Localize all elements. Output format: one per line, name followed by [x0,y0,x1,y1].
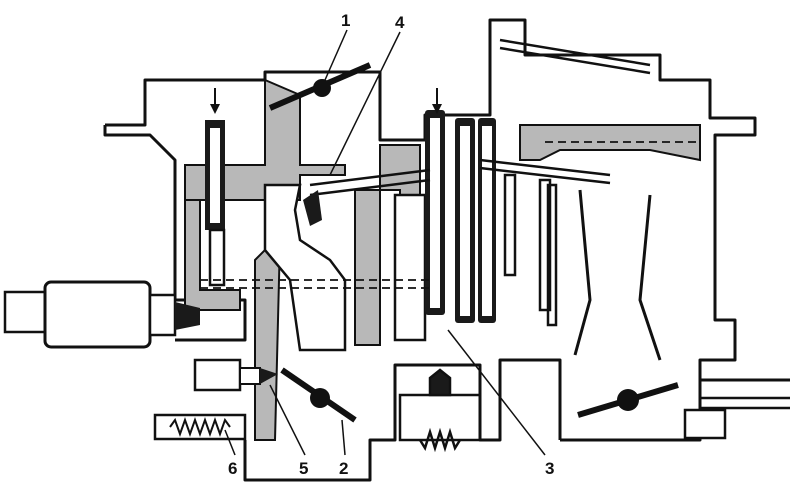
air-bleed-tubes [309,38,651,197]
callout-3: 3 [545,459,554,478]
throttle-linkage [683,396,790,440]
secondary-throttle-valve [577,382,679,418]
pump-nozzle [303,190,322,226]
idle-cutoff-solenoid [3,280,200,349]
callout-1: 1 [341,11,350,30]
callout-leaders [224,29,546,456]
idle-mixture-screw [193,358,278,392]
callout-6: 6 [228,459,237,478]
idle-speed-screw [153,413,247,441]
callout-2: 2 [339,459,348,478]
primary-venturi [263,183,427,352]
callout-4: 4 [395,13,405,32]
callout-5: 5 [299,459,308,478]
main-jet-assembly [425,88,496,323]
left-emulsion-tube [205,88,226,287]
secondary-emulsion-tubes [503,173,558,327]
callout-labels: 1 2 3 4 5 6 [228,11,554,478]
vacuum-valve [398,368,482,453]
primary-throttle-valve [280,367,357,423]
choke-flap [268,62,372,111]
